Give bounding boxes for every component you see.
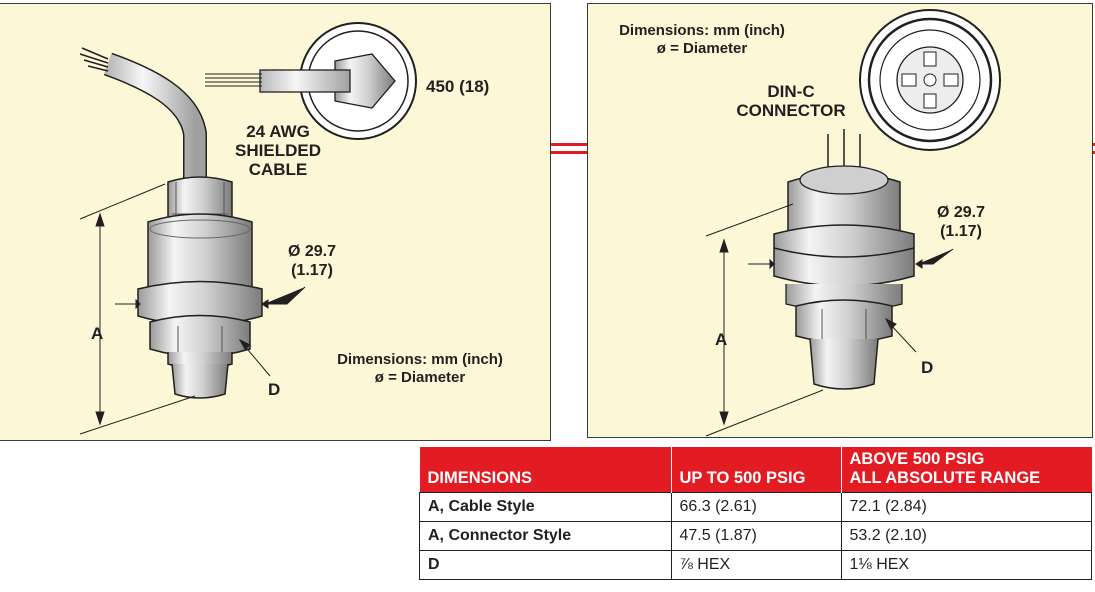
dimension-a-line bbox=[705, 203, 824, 437]
pressure-port bbox=[171, 363, 229, 399]
row-dimension: D bbox=[419, 550, 672, 580]
cable-wires bbox=[79, 47, 109, 72]
table-row: A, Cable Style 66.3 (2.61) 72.1 (2.84) bbox=[419, 492, 1092, 522]
dimension-d-arrow bbox=[884, 317, 917, 353]
dimensions-table: DIMENSIONS UP TO 500 PSIG ABOVE 500 PSIG… bbox=[419, 447, 1092, 580]
connector-style-transducer-drawing bbox=[705, 9, 1001, 437]
connector-style-drawing-panel: Dimensions: mm (inch) ø = Diameter DIN-C… bbox=[587, 3, 1093, 438]
red-band-middle-top bbox=[551, 143, 587, 146]
note-diameter: ø = Diameter bbox=[374, 369, 466, 386]
cable-label-line2: SHIELDED bbox=[235, 141, 321, 160]
note-units: Dimensions: mm (inch) bbox=[337, 351, 503, 368]
connector-type-label: DIN-C CONNECTOR bbox=[726, 82, 856, 120]
diameter-line2: (1.17) bbox=[940, 223, 982, 240]
cable-style-drawing-panel: 450 (18) 24 AWG SHIELDED CABLE Ø 29.7 (1… bbox=[0, 3, 551, 441]
dimension-a-label: A bbox=[91, 324, 104, 343]
dimensions-note: Dimensions: mm (inch) ø = Diameter bbox=[602, 22, 802, 58]
cable-type-label: 24 AWG SHIELDED CABLE bbox=[228, 122, 328, 179]
cable-length-label: 450 (18) bbox=[426, 77, 490, 96]
cable-length-inset bbox=[205, 22, 417, 140]
connector-label-line2: CONNECTOR bbox=[736, 101, 846, 120]
header-up-to-500: UP TO 500 PSIG bbox=[671, 447, 842, 493]
header-above-500-line1: ABOVE 500 PSIG bbox=[849, 450, 985, 468]
row-above-500: 72.1 (2.84) bbox=[840, 492, 1092, 522]
dimension-d-label: D bbox=[921, 358, 934, 377]
dimension-d-arrow bbox=[238, 338, 271, 377]
diameter-line2: (1.17) bbox=[291, 262, 333, 279]
row-dimension: A, Connector Style bbox=[419, 521, 672, 551]
cable-label-line3: CABLE bbox=[248, 160, 308, 179]
row-dimension: A, Cable Style bbox=[419, 492, 672, 522]
dimension-d-label: D bbox=[268, 380, 281, 399]
dimensions-note: Dimensions: mm (inch) ø = Diameter bbox=[315, 351, 525, 387]
diameter-arrows bbox=[748, 248, 954, 270]
row-above-500: 53.2 (2.10) bbox=[840, 521, 1092, 551]
cable-style-transducer-drawing bbox=[79, 22, 417, 435]
row-up-to-500: ⅞ HEX bbox=[670, 550, 842, 580]
dimension-a-label: A bbox=[715, 330, 728, 349]
transducer-body bbox=[773, 224, 915, 287]
cable-label-line1: 24 AWG bbox=[246, 122, 310, 141]
row-above-500: 1⅛ HEX bbox=[840, 550, 1092, 580]
row-up-to-500: 47.5 (1.87) bbox=[670, 521, 842, 551]
diameter-line1: Ø 29.7 bbox=[936, 204, 986, 221]
note-diameter: ø = Diameter bbox=[656, 40, 748, 57]
note-units: Dimensions: mm (inch) bbox=[619, 22, 785, 39]
hex-fitting bbox=[149, 314, 251, 358]
pressure-port bbox=[809, 338, 879, 390]
table-header-row: DIMENSIONS UP TO 500 PSIG ABOVE 500 PSIG… bbox=[419, 447, 1092, 493]
row-up-to-500: 66.3 (2.61) bbox=[670, 492, 842, 522]
header-above-500-line2: ALL ABSOLUTE RANGE bbox=[849, 469, 1041, 487]
connector-label-line1: DIN-C bbox=[767, 82, 815, 101]
diameter-arrows bbox=[115, 286, 306, 310]
header-dimensions: DIMENSIONS bbox=[419, 447, 672, 493]
diameter-label: Ø 29.7 (1.17) bbox=[926, 203, 996, 241]
hex-fitting bbox=[795, 299, 893, 344]
din-c-connector-inset bbox=[859, 9, 1001, 151]
diameter-line1: Ø 29.7 bbox=[287, 243, 337, 260]
table-row: A, Connector Style 47.5 (1.87) 53.2 (2.1… bbox=[419, 521, 1092, 551]
red-band-middle-bottom bbox=[551, 151, 587, 154]
table-row: D ⅞ HEX 1⅛ HEX bbox=[419, 550, 1092, 580]
dimension-a-line bbox=[79, 183, 196, 435]
diameter-label: Ø 29.7 (1.17) bbox=[277, 242, 347, 280]
header-above-500: ABOVE 500 PSIG ALL ABSOLUTE RANGE bbox=[841, 447, 1092, 493]
